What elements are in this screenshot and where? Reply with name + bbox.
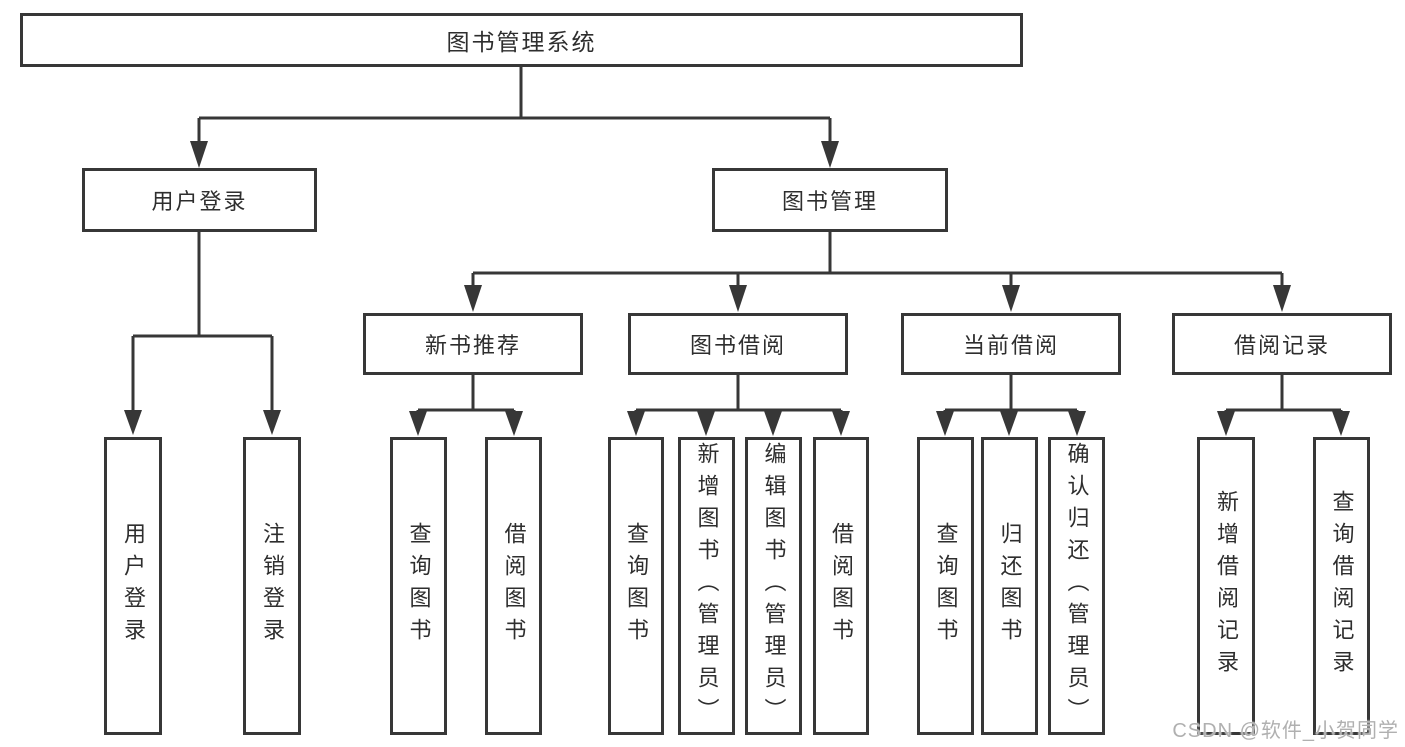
leaf-borrow-books-borrow: 借阅图书: [813, 437, 869, 735]
connector-records-to-leaves: [1217, 375, 1350, 436]
leaf-logout: 注销登录: [243, 437, 301, 735]
watermark: CSDN @软件_小贺同学: [1172, 720, 1399, 742]
node-current-borrowing: 当前借阅: [901, 313, 1121, 375]
connector-recommend-to-leaves: [409, 375, 523, 436]
leaf-add-borrow-record: 新增借阅记录: [1197, 437, 1255, 735]
node-label: 图书管理系统: [446, 29, 597, 55]
node-new-book-recommend: 新书推荐: [363, 313, 583, 375]
leaf-edit-book-admin: 编辑图书（管理员）: [745, 437, 802, 735]
leaf-query-books-current: 查询图书: [917, 437, 974, 735]
node-label: 借阅记录: [1233, 333, 1330, 358]
connector-userlogin-to-leaves: [124, 232, 281, 435]
leaf-return-book: 归还图书: [981, 437, 1038, 735]
connector-root-to-level2: [190, 67, 839, 168]
node-label: 确认归还（管理员）: [1064, 442, 1090, 730]
node-label: 借阅图书: [829, 522, 854, 650]
node-label: 编辑图书（管理员）: [761, 442, 787, 730]
node-root: 图书管理系统: [20, 13, 1023, 67]
node-label: 用户登录: [121, 522, 146, 650]
node-label: 新增借阅记录: [1214, 490, 1239, 682]
node-label: 借阅图书: [501, 522, 527, 650]
node-borrowing-records: 借阅记录: [1172, 313, 1392, 375]
leaf-query-books-borrow: 查询图书: [608, 437, 664, 735]
node-label: 查询图书: [406, 522, 432, 650]
node-label: 新增图书（管理员）: [694, 442, 720, 730]
node-label: 当前借阅: [962, 333, 1059, 358]
node-label: 查询借阅记录: [1329, 490, 1355, 682]
node-label: 注销登录: [260, 522, 285, 650]
connector-bookmgmt-to-level3: [464, 232, 1291, 312]
node-label: 用户登录: [151, 189, 248, 214]
node-label: 查询图书: [933, 522, 959, 650]
connector-borrow-to-leaves: [627, 375, 850, 436]
leaf-confirm-return-admin: 确认归还（管理员）: [1048, 437, 1105, 735]
leaf-query-books-recommend: 查询图书: [390, 437, 447, 735]
node-book-management: 图书管理: [712, 168, 948, 232]
node-book-borrowing: 图书借阅: [628, 313, 848, 375]
node-label: 图书管理: [781, 189, 878, 214]
node-label: 新书推荐: [424, 333, 521, 358]
leaf-borrow-books-recommend: 借阅图书: [485, 437, 542, 735]
node-label: 查询图书: [624, 522, 649, 650]
leaf-add-book-admin: 新增图书（管理员）: [678, 437, 735, 735]
leaf-user-login: 用户登录: [104, 437, 162, 735]
leaf-query-borrow-record: 查询借阅记录: [1313, 437, 1370, 735]
connector-current-to-leaves: [936, 375, 1086, 436]
node-label: 归还图书: [997, 522, 1023, 650]
node-label: 图书借阅: [689, 333, 786, 358]
node-user-login: 用户登录: [82, 168, 317, 232]
